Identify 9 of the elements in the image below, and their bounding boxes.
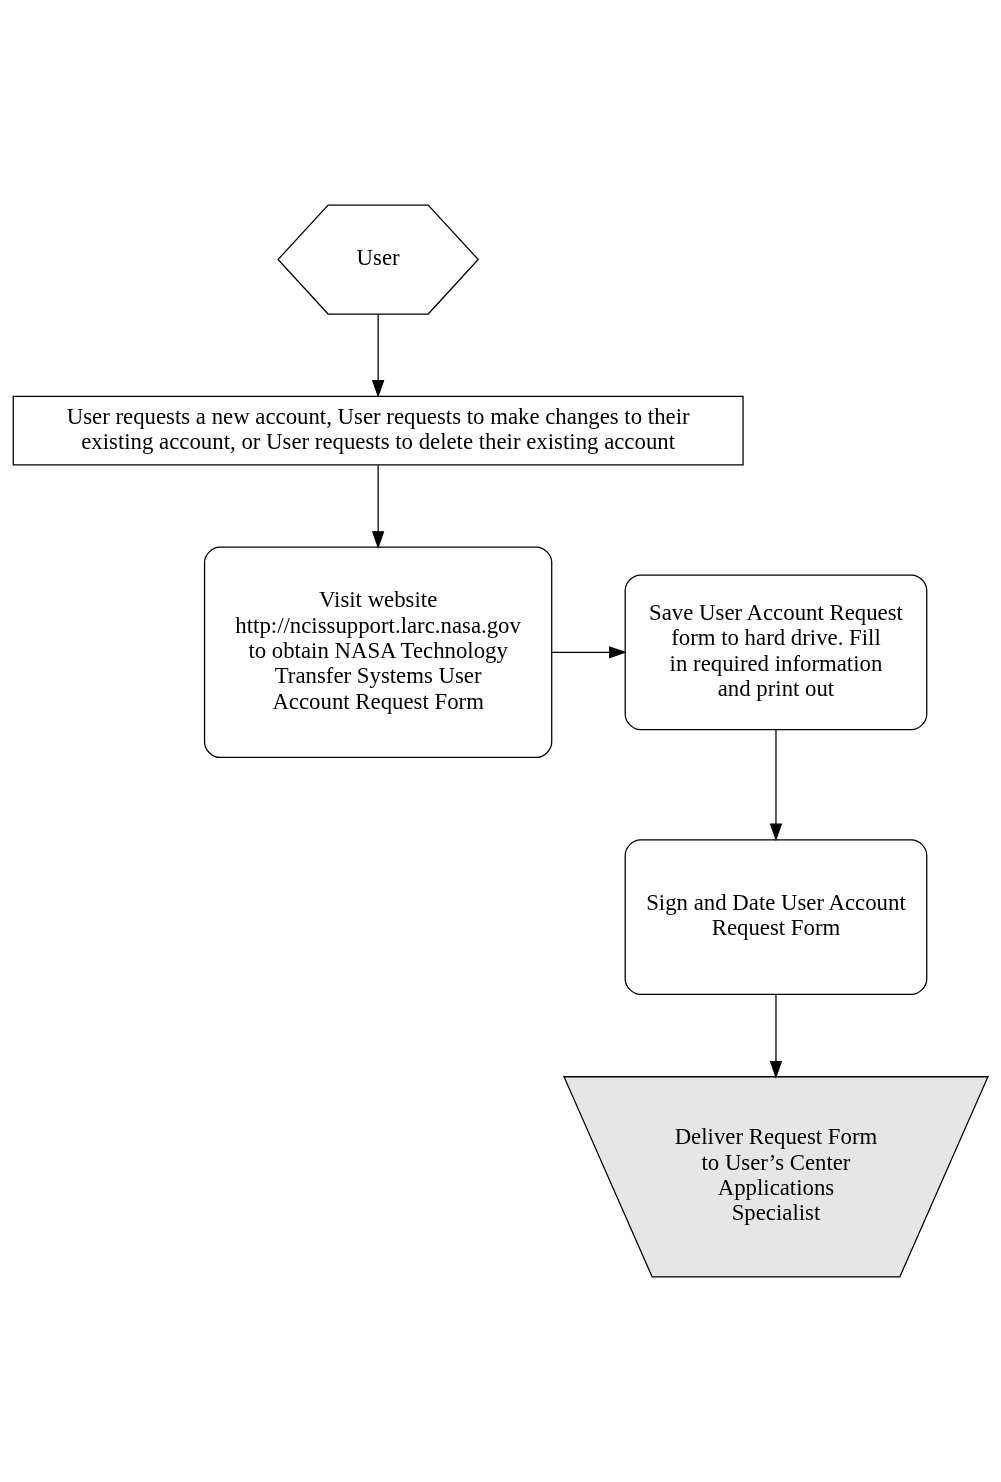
node-box: Visit website http://ncissupport.larc.nasa.gov to obtain NASA Technology Transfer Systems User Account Request Form [203, 546, 553, 759]
arrow [371, 464, 385, 549]
arrow [371, 313, 385, 398]
arrow [769, 993, 783, 1079]
node-box: User requests a new account, User requests to make changes to their existing account, or User requests to delete their existing account [12, 395, 744, 466]
arrow [551, 646, 627, 659]
arrow [769, 729, 783, 842]
node-box: Sign and Date User Account Request Form [624, 839, 928, 996]
node-box: Save User Account Request form to hard drive. Fill in required information and print out [624, 574, 928, 731]
